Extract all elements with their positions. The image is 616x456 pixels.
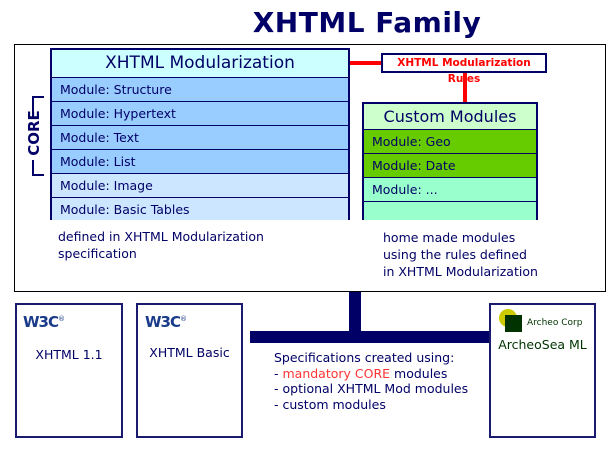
specs-item-optional: - optional XHTML Mod modules [274,381,469,396]
modularization-rules-box: XHTML Modularization Rules [381,53,547,85]
module-basic-tables: Module: Basic Tables [52,198,348,220]
specs-item-custom: - custom modules [274,396,386,412]
mandatory-core-highlight: mandatory CORE [282,365,391,381]
card-xhtml-basic: W3C® XHTML Basic [136,303,243,438]
module-hypertext: Module: Hypertext [52,102,348,126]
core-bracket: CORE [22,96,46,176]
module-geo: Module: Geo [364,130,536,154]
modularization-note: defined in XHTML Modularization specific… [58,228,264,262]
archeo-logo-square-icon [505,315,522,332]
specs-heading: Specifications created using: [274,350,455,365]
connector-tick [251,331,259,339]
specifications-note: Specifications created using: - mandator… [274,350,468,412]
module-empty [364,202,536,220]
module-list: Module: List [52,150,348,174]
card-xhtml-1-1: W3C® XHTML 1.1 [15,303,123,438]
connector-stem [349,292,361,332]
module-text: Module: Text [52,126,348,150]
connector-bar [250,331,490,343]
module-image: Module: Image [52,174,348,198]
card-archeosea-ml: Archeo Corp ArcheoSea ML [489,303,596,438]
custom-modules-box: Custom Modules Module: Geo Module: Date … [362,102,538,220]
card-title: ArcheoSea ML [498,337,587,352]
w3c-logo-icon: W3C® [23,313,65,331]
bracket-top [32,96,44,112]
modularization-header: XHTML Modularization [52,50,348,78]
module-structure: Module: Structure [52,78,348,102]
module-ellipsis: Module: ... [364,178,536,202]
core-label: CORE [25,110,43,156]
rules-connector-vertical [463,73,467,103]
card-title: XHTML Basic [149,345,230,360]
module-date: Module: Date [364,154,536,178]
custom-modules-note: home made modules using the rules define… [383,229,538,280]
archeo-corp-label: Archeo Corp [527,318,583,328]
diagram-title: XHTML Family [252,6,482,39]
custom-modules-header: Custom Modules [364,104,536,130]
note-line: specification [58,246,137,261]
card-title: XHTML 1.1 [35,347,103,362]
note-line: home made modules [383,230,516,245]
specs-item-core: - mandatory CORE modules [274,365,448,381]
note-line: using the rules defined [383,247,527,262]
note-line: defined in XHTML Modularization [58,229,264,244]
rules-connector-horizontal [350,61,383,65]
modularization-frame [14,44,606,292]
bracket-bottom [32,160,44,176]
note-line: in XHTML Modularization [383,264,538,279]
w3c-logo-icon: W3C® [145,313,187,331]
xhtml-modularization-box: XHTML Modularization Module: Structure M… [50,48,350,220]
